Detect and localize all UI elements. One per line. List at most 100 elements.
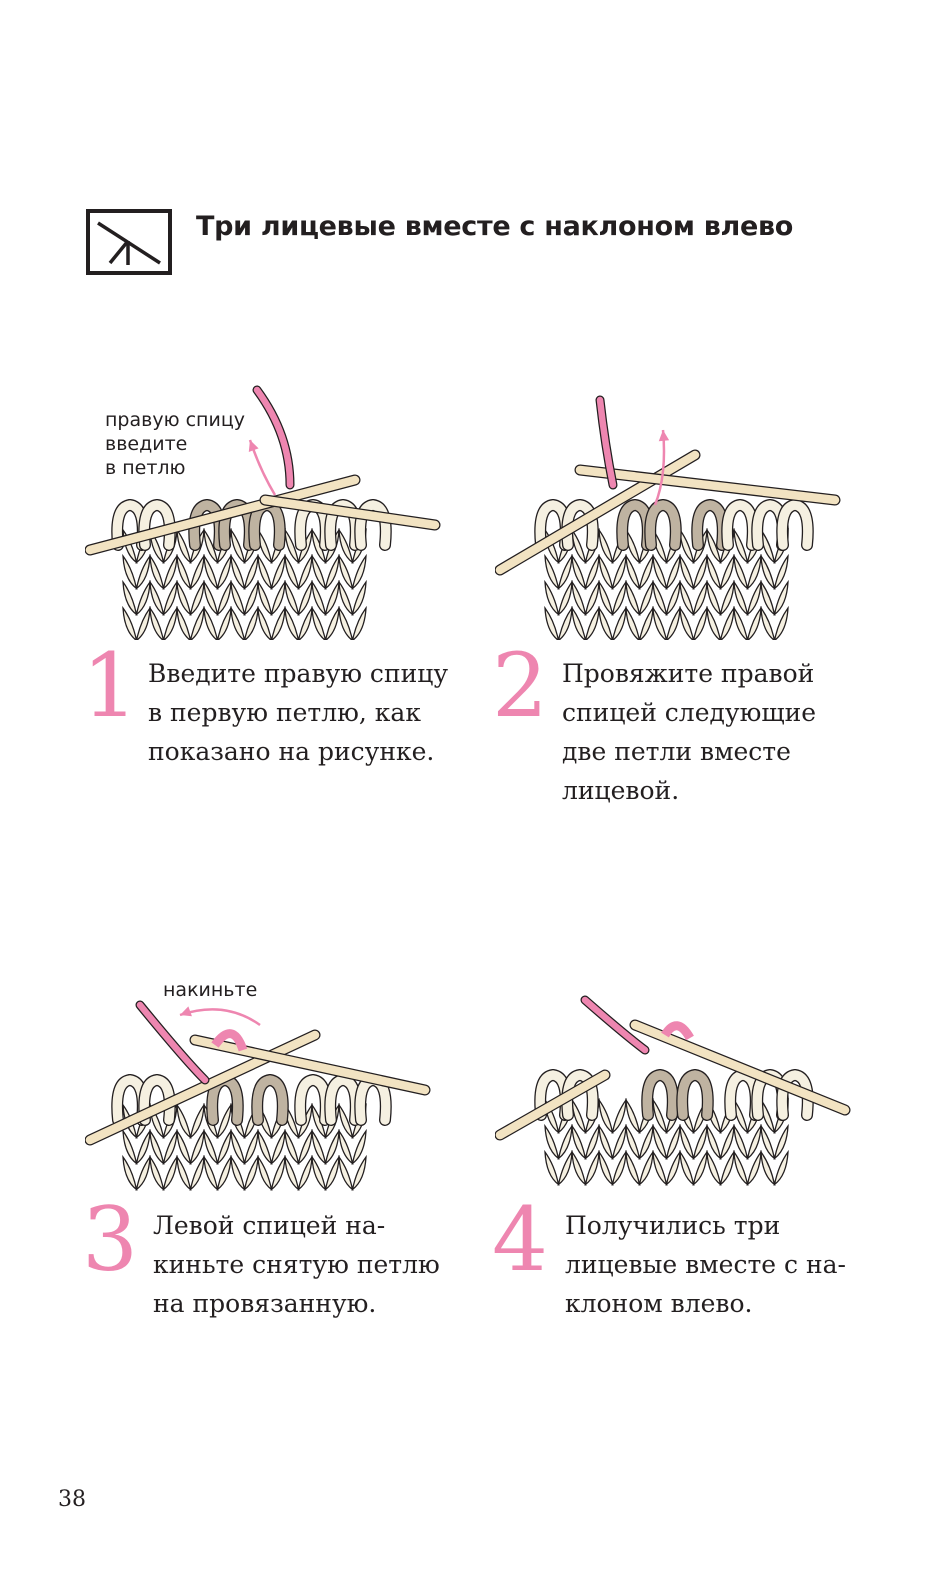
stitch-leg xyxy=(746,553,762,591)
knitting-needle xyxy=(260,495,440,530)
stitch-leg xyxy=(135,1128,151,1166)
stitch-leg xyxy=(692,605,708,640)
stitch-leg xyxy=(584,579,600,617)
stitch-leg xyxy=(719,579,735,617)
arrow-head-icon xyxy=(180,1006,192,1017)
stitch-leg xyxy=(189,1128,205,1166)
stitch-leg xyxy=(284,605,300,640)
stitch-leg xyxy=(257,605,273,640)
stitch-leg xyxy=(297,1154,313,1192)
stitch-leg xyxy=(557,553,573,591)
step-4-number: 4 xyxy=(492,1188,548,1291)
stitch-leg xyxy=(719,553,735,591)
stitch-leg xyxy=(324,605,340,640)
direction-arrow-icon xyxy=(179,1008,261,1027)
stitch-leg xyxy=(162,605,178,640)
stitch-leg xyxy=(746,1123,762,1161)
stitch-leg xyxy=(652,605,668,640)
stitch-leg xyxy=(557,605,573,640)
stitch-leg xyxy=(189,579,205,617)
stitch-leg xyxy=(351,605,367,640)
stitch-leg xyxy=(773,605,789,640)
stitch-leg xyxy=(773,579,789,617)
page-number: 38 xyxy=(58,1487,86,1512)
stitch-leg xyxy=(611,1149,627,1187)
text-line: показано на рисунке. xyxy=(148,737,435,766)
step-2-text: Провяжите правой спицей следующие две пе… xyxy=(562,654,816,810)
stitch-leg xyxy=(584,1123,600,1161)
stitch-leg xyxy=(584,605,600,640)
stitch-leg xyxy=(746,579,762,617)
stitch-leg xyxy=(324,553,340,591)
stitch-leg xyxy=(733,527,749,565)
step-3-illustration xyxy=(85,1000,431,1192)
step-2-number: 2 xyxy=(492,634,548,737)
stitch-leg xyxy=(598,1097,614,1135)
knit-swatch xyxy=(495,395,841,640)
stitch-leg xyxy=(270,553,286,591)
step-4-text: Получились три лицевые вместе с на- клон… xyxy=(565,1206,846,1323)
working-yarn xyxy=(596,396,617,489)
stitch-leg xyxy=(176,605,192,640)
text-line: Введите правую спицу xyxy=(148,659,449,688)
text-line: Получились три xyxy=(565,1211,781,1240)
stitch-leg xyxy=(719,1123,735,1161)
text-line: киньте снятую петлю xyxy=(153,1250,440,1279)
stitch-leg xyxy=(571,1097,587,1135)
stitch-leg xyxy=(189,1102,205,1140)
text-line: Левой спицей на- xyxy=(153,1211,386,1240)
stitch-leg xyxy=(351,553,367,591)
stitch-leg xyxy=(665,579,681,617)
stitch-leg xyxy=(324,1128,340,1166)
stitch-leg xyxy=(297,1128,313,1166)
stitch-leg xyxy=(311,605,327,640)
stitch-leg xyxy=(324,579,340,617)
stitch-leg xyxy=(351,579,367,617)
stitch-leg xyxy=(665,1123,681,1161)
stitch-leg xyxy=(611,1123,627,1161)
working-yarn xyxy=(581,996,649,1054)
knit-swatch xyxy=(85,385,441,640)
stitch-leg xyxy=(297,605,313,640)
stitch-leg xyxy=(746,1149,762,1187)
stitch-leg xyxy=(611,605,627,640)
stitch-leg xyxy=(122,605,138,640)
stitch-loop xyxy=(777,500,813,550)
text-line: клоном влево. xyxy=(565,1289,753,1318)
knitting-needle xyxy=(495,1070,610,1140)
stitch-leg xyxy=(584,553,600,591)
arrow-head-icon xyxy=(658,430,670,442)
knitting-needle xyxy=(85,475,360,555)
step-1-text: Введите правую спицу в первую петлю, как… xyxy=(148,654,448,771)
stitch-leg xyxy=(746,605,762,640)
stitch-leg xyxy=(773,553,789,591)
stitch-leg xyxy=(638,553,654,591)
stitch-loop xyxy=(252,1075,288,1125)
stitch-leg xyxy=(706,605,722,640)
stitch-leg xyxy=(270,579,286,617)
stitch-leg xyxy=(162,579,178,617)
stitch-leg xyxy=(571,605,587,640)
stitch-leg xyxy=(733,605,749,640)
stitch-leg xyxy=(584,1149,600,1187)
stitch-leg xyxy=(297,553,313,591)
stitch-leg xyxy=(230,527,246,565)
text-line: две петли вместе xyxy=(562,737,791,766)
stitch-leg xyxy=(243,605,259,640)
stitch-leg xyxy=(149,605,165,640)
stitch-loop xyxy=(642,1070,678,1120)
direction-arrow-icon xyxy=(653,429,666,506)
stitch-leg xyxy=(135,605,151,640)
stitch-leg xyxy=(598,527,614,565)
stitch-leg xyxy=(216,1154,232,1192)
stitch-leg xyxy=(216,1102,232,1140)
stitch-leg xyxy=(351,1154,367,1192)
stitch-leg xyxy=(544,605,560,640)
stitch-leg xyxy=(162,553,178,591)
page-title: Три лицевые вместе с наклоном влево xyxy=(196,211,794,242)
stitch-leg xyxy=(665,553,681,591)
text-line: в первую петлю, как xyxy=(148,698,421,727)
stitch-leg xyxy=(692,553,708,591)
step-3-number: 3 xyxy=(82,1188,138,1291)
step-4-illustration xyxy=(495,995,851,1187)
